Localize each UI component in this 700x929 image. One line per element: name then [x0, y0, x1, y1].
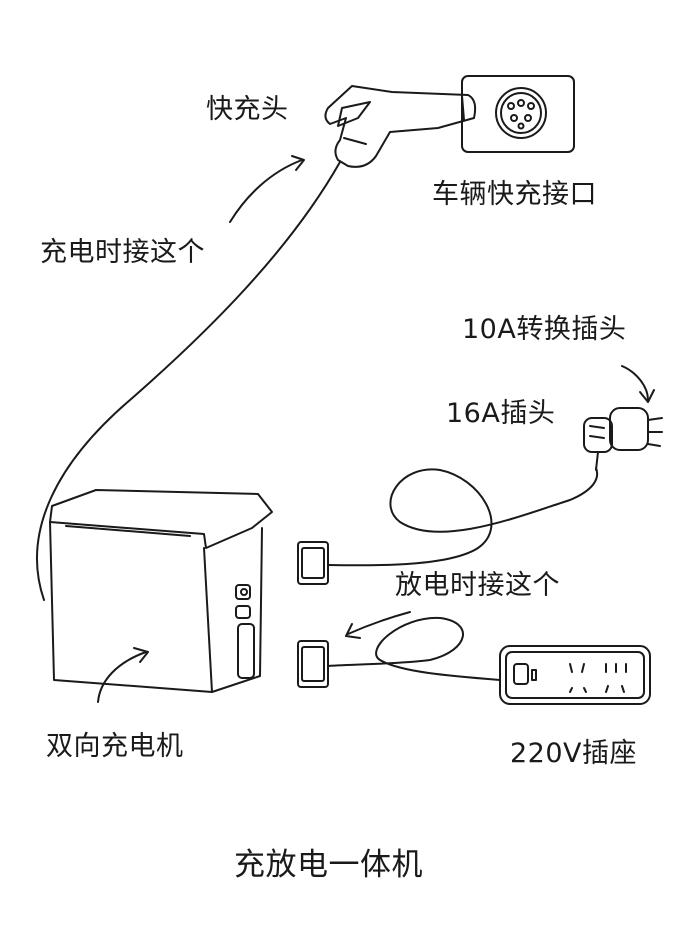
bidirectional-charger-icon	[49, 489, 273, 693]
arrow-to-charger-icon	[97, 647, 149, 703]
fast-plug-label: 快充头	[206, 94, 289, 125]
bidirectional-charger-label: 双向充电机	[46, 731, 184, 762]
connect-when-discharging-label: 放电时接这个	[395, 570, 560, 601]
arrow-to-connector-icon	[345, 611, 411, 639]
discharge-cable	[297, 467, 599, 585]
page-title: 充放电一体机	[234, 847, 423, 883]
adapter-10a-icon	[609, 407, 663, 451]
plug-16a-icon	[583, 417, 613, 471]
arrow-to-plug-icon	[229, 155, 305, 223]
arrow-to-adapter-icon	[621, 365, 655, 403]
socket-220v-label: 220V插座	[510, 738, 638, 769]
connect-when-charging-label: 充电时接这个	[40, 237, 205, 268]
charging-cable	[36, 161, 341, 601]
plug-16a-label: 16A插头	[446, 398, 556, 429]
socket-220v-icon	[499, 645, 651, 705]
vehicle-port-label: 车辆快充接口	[432, 179, 597, 210]
fast-charge-plug-icon	[324, 85, 477, 168]
adapter-10a-label: 10A转换插头	[462, 314, 627, 345]
socket-cable	[297, 616, 501, 688]
vehicle-charge-port-icon	[461, 75, 575, 153]
